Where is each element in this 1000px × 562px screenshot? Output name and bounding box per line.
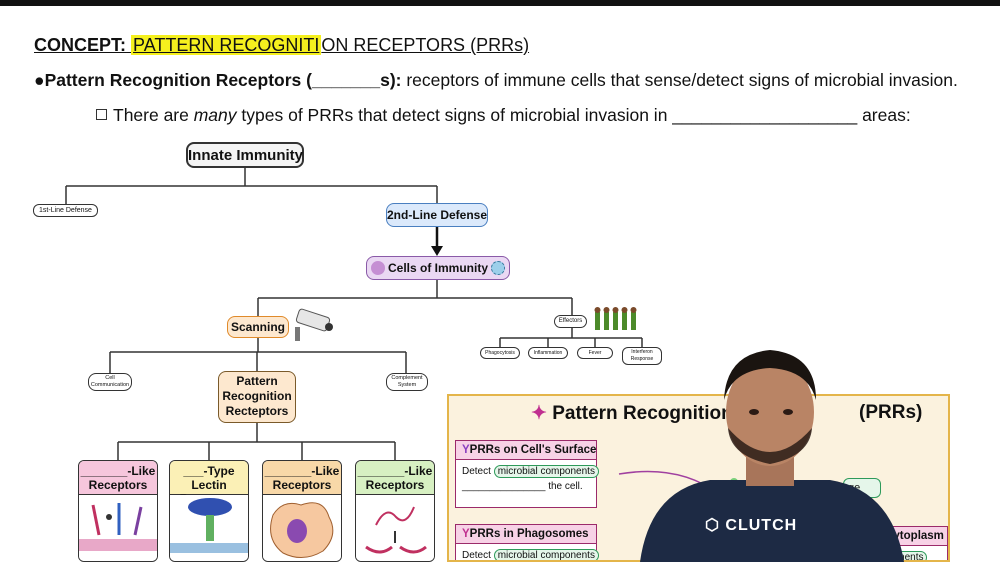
- concept-rest: ON RECEPTORS (PRRs): [321, 35, 530, 55]
- effector-cells-icon: [594, 307, 637, 330]
- card-label: ___-Type Lectin Receptors: [170, 461, 248, 506]
- phagosome-prr-label: PRRs in Phagosomes: [469, 528, 589, 540]
- phagosome-prr-box: YPRRs in Phagosomes Detect microbial com…: [455, 524, 599, 561]
- cytoplasm-cell-illustration: [263, 495, 341, 561]
- card-label: _______-Like Receptors: [263, 461, 341, 495]
- surface-line2: _______________ the cell.: [462, 481, 583, 492]
- sub-post: types of PRRs that detect signs of micro…: [236, 105, 911, 125]
- phagosome-prr-body: Detect microbial components: [456, 544, 599, 561]
- complement-system-node: Complement System: [386, 373, 428, 391]
- panel-title: ✦ Pattern Recognition Re: [531, 402, 762, 425]
- surface-prr-label: PRRs on Cell's Surface: [469, 444, 597, 456]
- scanning-node: Scanning: [227, 316, 289, 338]
- top-bar: [0, 0, 1000, 6]
- definition-bullet: ●Pattern Recognition Receptors (_______s…: [34, 70, 958, 91]
- membrane-receptor-illustration: [79, 495, 157, 561]
- surface-prr-body: Detect microbial components ____________…: [456, 460, 599, 498]
- sub-em: many: [193, 105, 237, 125]
- cell-icon: [370, 261, 385, 275]
- prr-node: Pattern Recognition Recteptors: [218, 371, 296, 423]
- phago-detect: Detect: [462, 550, 491, 561]
- card-label: _______-Like Receptors: [356, 461, 434, 495]
- effector-fever: Fever: [577, 347, 613, 359]
- cells-label: Cells of Immunity: [387, 261, 488, 275]
- receptor-icon: ✦: [531, 403, 547, 424]
- bullet-text: receptors of immune cells that sense/det…: [401, 70, 958, 90]
- effector-inflammation: Inflammation: [528, 347, 568, 359]
- innate-immunity-node: Innate Immunity: [186, 142, 304, 168]
- logo-text: CLUTCH: [725, 517, 798, 534]
- receptor-icon: Y: [462, 528, 470, 540]
- concept-label: CONCEPT:: [34, 35, 127, 55]
- security-camera-icon: [295, 308, 333, 341]
- panel-title-end: (PRRs): [859, 402, 923, 423]
- bullet-term: ●Pattern Recognition Receptors (_______s…: [34, 70, 402, 90]
- phago-pill: microbial components: [493, 549, 599, 560]
- phagosome-prr-heading: YPRRs in Phagosomes: [456, 525, 596, 544]
- receptor-card: ___-Type Lectin Receptors: [169, 460, 249, 562]
- panel-title-text: Pattern Recognition Re: [552, 403, 763, 424]
- surface-prr-heading: YPRRs on Cell's Surface: [456, 441, 596, 460]
- cells-of-immunity-node: Cells of Immunity: [366, 256, 510, 280]
- card-label: _______-Like Receptors: [79, 461, 157, 495]
- effector-phagocytosis: Phagocytosis: [480, 347, 520, 359]
- concept-highlight: PATTERN RECOGNITI: [131, 35, 322, 55]
- receptor-card: _______-Like Receptors: [262, 460, 342, 562]
- cell-communication-node: Cell Communication: [88, 373, 132, 391]
- surface-detect: Detect: [462, 466, 491, 477]
- clutch-logo: ⬡ CLUTCH: [705, 515, 797, 535]
- virus-icon: [491, 261, 505, 275]
- surface-prr-box: YPRRs on Cell's Surface Detect microbial…: [455, 440, 599, 508]
- receptor-card: _______-Like Receptors: [355, 460, 435, 562]
- checkbox-icon: [96, 109, 107, 120]
- presenter-video: [640, 350, 904, 562]
- surface-pill: microbial components: [493, 465, 599, 478]
- hexagon-icon: ⬡: [705, 517, 720, 534]
- effectors-node: Effectors: [554, 315, 587, 328]
- second-line-defense-node: 2nd-Line Defense: [386, 203, 488, 227]
- rna-receptor-illustration: [356, 495, 434, 561]
- lectin-receptor-illustration: [170, 495, 248, 561]
- sub-bullet: There are many types of PRRs that detect…: [96, 105, 911, 126]
- receptor-icon: Y: [462, 444, 470, 456]
- effector-interferon: Interferon Response: [622, 347, 662, 365]
- sub-pre: There are: [113, 105, 194, 125]
- receptor-card: _______-Like Receptors: [78, 460, 158, 562]
- first-line-defense-node: 1st-Line Defense: [33, 204, 98, 217]
